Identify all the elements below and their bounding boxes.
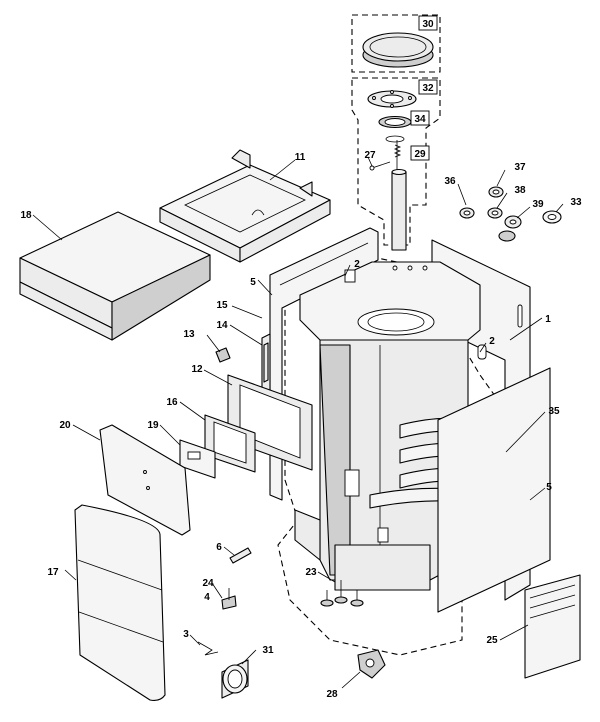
callout-32: 32 — [422, 83, 434, 94]
part-29-spring — [393, 140, 402, 170]
part-36-washer — [459, 207, 475, 219]
callout-36: 36 — [444, 176, 456, 187]
main-body — [294, 261, 487, 591]
part-16-glass-door — [204, 414, 256, 473]
callout-30-box — [418, 15, 438, 31]
callout-25: 25 — [486, 635, 498, 646]
callout-2-right: 2 — [489, 336, 495, 347]
callout-28: 28 — [326, 689, 338, 700]
callout-31: 31 — [262, 645, 274, 656]
callout-17: 17 — [47, 567, 59, 578]
callout-3: 3 — [183, 629, 189, 640]
part-27-pin — [369, 161, 391, 171]
callout-20: 20 — [59, 420, 71, 431]
callout-32-box — [418, 79, 438, 95]
part-38-washer — [487, 207, 503, 219]
callout-19: 19 — [147, 420, 159, 431]
part-6-pipe — [229, 547, 252, 564]
part-34-gasket — [378, 115, 412, 143]
callout-12: 12 — [191, 364, 203, 375]
callout-37: 37 — [514, 162, 526, 173]
callout-13: 13 — [183, 329, 195, 340]
part-33-washer — [542, 210, 562, 224]
part-17-door — [74, 504, 166, 701]
part-39-washer — [498, 215, 522, 242]
assembly-outline-flue — [351, 77, 441, 246]
part-14-strip — [263, 342, 269, 383]
callout-30: 30 — [422, 19, 434, 30]
callout-4: 4 — [204, 592, 210, 603]
callout-16: 16 — [166, 397, 178, 408]
part-31-fan — [221, 659, 249, 699]
callout-18: 18 — [20, 210, 32, 221]
callout-11: 11 — [295, 152, 306, 163]
part-3-clip — [197, 641, 219, 656]
part-23-feet — [320, 580, 364, 607]
callout-27: 27 — [364, 150, 376, 161]
part-20-front-cover — [99, 424, 191, 536]
part-19-control-panel — [179, 439, 216, 479]
part-30-top-cover — [362, 32, 434, 68]
part-28-valve — [357, 649, 386, 679]
part-11-top-frame — [159, 149, 331, 263]
callout-34-box — [410, 110, 430, 126]
flue-rod — [391, 168, 407, 251]
callout-34: 34 — [414, 114, 426, 125]
callout-35: 35 — [548, 406, 560, 417]
callout-5-right: 5 — [546, 482, 552, 493]
callout-39: 39 — [532, 199, 544, 210]
part-24-screw — [221, 588, 237, 610]
callout-29: 29 — [414, 149, 426, 160]
part-32-flange — [367, 90, 417, 108]
callout-15: 15 — [216, 300, 228, 311]
part-35-front-panel — [437, 367, 551, 613]
callout-2-left: 2 — [354, 259, 360, 270]
callout-1: 1 — [545, 314, 551, 325]
part-37-washer — [488, 186, 504, 198]
part-18-side-panel — [19, 211, 211, 341]
callout-6: 6 — [216, 542, 222, 553]
callout-38: 38 — [514, 185, 526, 196]
callout-33: 33 — [570, 197, 582, 208]
callout-24: 24 — [202, 578, 214, 589]
callout-23: 23 — [305, 567, 317, 578]
callout-5-left: 5 — [250, 277, 256, 288]
leader-lines — [32, 156, 564, 689]
assembly-outline-top — [351, 14, 441, 73]
part-25-grill — [524, 574, 581, 679]
callout-29-box — [410, 145, 430, 161]
callout-14: 14 — [216, 320, 228, 331]
